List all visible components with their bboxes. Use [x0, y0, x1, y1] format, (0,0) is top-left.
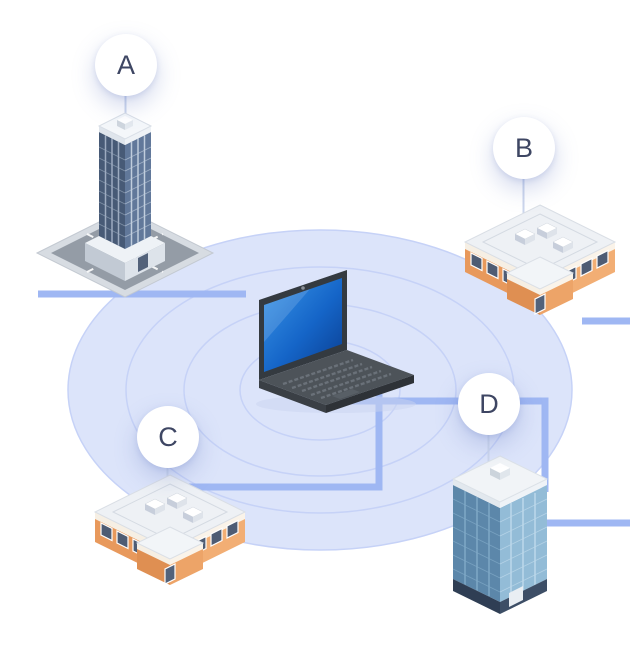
node-badge-d[interactable]: D [458, 373, 520, 435]
node-badge-b[interactable]: B [493, 117, 555, 179]
connector-line-hub-c [180, 394, 383, 491]
building-b-illustration[interactable] [455, 195, 625, 320]
node-badge-a-label: A [116, 49, 135, 80]
node-badge-d-label: D [479, 388, 499, 419]
node-badge-c[interactable]: C [137, 406, 199, 468]
building-a-illustration[interactable] [35, 95, 215, 305]
node-badge-c-label: C [158, 421, 178, 452]
building-c-illustration[interactable] [85, 465, 255, 590]
building-d-illustration[interactable] [435, 450, 565, 620]
node-badge-b-label: B [514, 132, 533, 163]
node-badge-a[interactable]: A [95, 34, 157, 96]
laptop-hub-illustration [240, 262, 425, 414]
